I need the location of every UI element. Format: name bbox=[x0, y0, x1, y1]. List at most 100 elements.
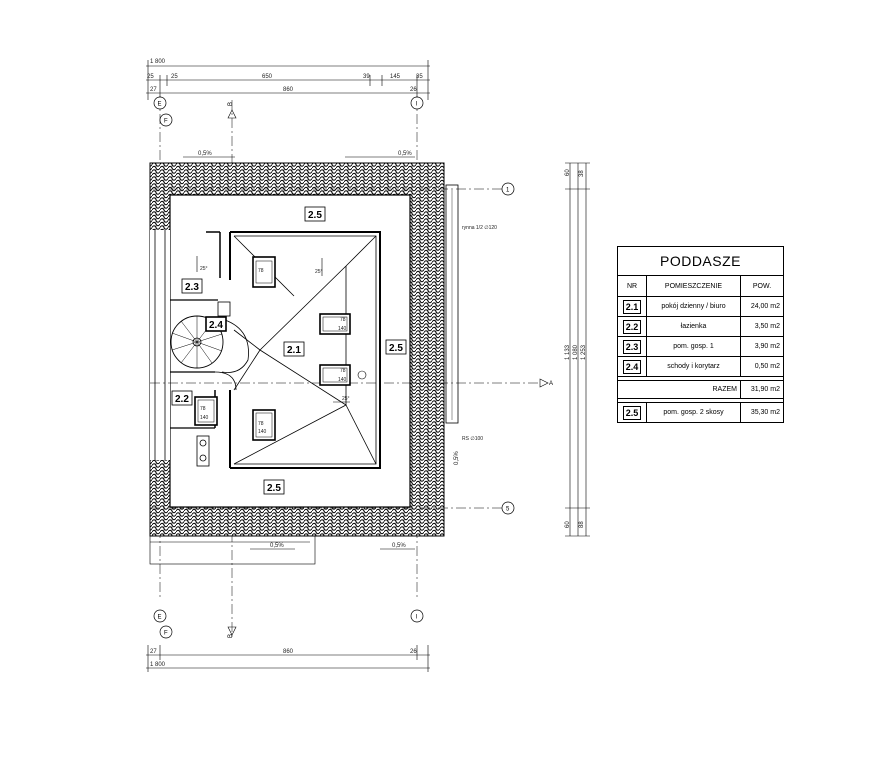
axis-label-i-bottom: I bbox=[416, 615, 418, 621]
room-name: łazienka bbox=[646, 316, 741, 337]
table-row: 2.4 schody i korytarz 0,50 m2 bbox=[617, 356, 784, 377]
svg-text:78: 78 bbox=[258, 268, 264, 274]
dim-overall-bottom: 1 800 bbox=[150, 662, 166, 668]
bottom-dimensions bbox=[146, 645, 430, 672]
room-number: 2.5 bbox=[622, 405, 642, 420]
room-labels: 2.5 2.5 2.5 2.1 2.3 2.4 2.2 bbox=[171, 206, 407, 495]
svg-text:78: 78 bbox=[258, 421, 264, 427]
axis-label-5: 5 bbox=[506, 507, 510, 513]
svg-text:78: 78 bbox=[340, 317, 346, 323]
header-area: POW. bbox=[740, 275, 784, 297]
room-number: 2.4 bbox=[622, 359, 642, 374]
spiral-staircase bbox=[170, 301, 249, 373]
pitch-label: 25° bbox=[315, 269, 323, 275]
gutter-note: rynna 1/2 ∅120 bbox=[462, 225, 497, 231]
dim-top-1: 25 bbox=[147, 74, 154, 80]
room-name: pokój dzienny / biuro bbox=[646, 296, 741, 317]
svg-text:140: 140 bbox=[338, 377, 347, 383]
gutter: rynna 1/2 ∅120 RS ∅100 bbox=[445, 184, 497, 442]
table-row: 2.1 pokój dzienny / biuro 24,00 m2 bbox=[617, 296, 784, 317]
room-label-2-5-right: 2.5 bbox=[389, 343, 403, 354]
axis-label-f-top: F bbox=[164, 119, 168, 125]
dim-top-5: 145 bbox=[390, 74, 401, 80]
slope-right: 0,5% bbox=[454, 451, 460, 465]
svg-text:140: 140 bbox=[258, 429, 267, 435]
table-title: PODDASZE bbox=[617, 246, 784, 276]
total-area: 31,90 m2 bbox=[740, 380, 784, 399]
pitch-label: 25° bbox=[200, 266, 208, 272]
roof-windows: 78 78 140 78 140 78 140 78 140 bbox=[194, 256, 367, 441]
room-label-2-4: 2.4 bbox=[209, 320, 223, 331]
room-schedule-table: PODDASZE NR POMIESZCZENIE POW. 2.1 pokój… bbox=[617, 246, 784, 423]
dim-top-2: 25 bbox=[171, 74, 178, 80]
dim-top-4: 39 bbox=[363, 74, 370, 80]
room-number: 2.1 bbox=[622, 299, 642, 314]
svg-text:140: 140 bbox=[200, 415, 209, 421]
room-label-2-2: 2.2 bbox=[175, 394, 189, 405]
header-nr: NR bbox=[617, 275, 647, 297]
extra-row: 2.5 pom. gosp. 2 skosy 35,30 m2 bbox=[617, 402, 784, 423]
slope-bottom-right: 0,5% bbox=[392, 543, 406, 549]
roof-window: 78 140 bbox=[319, 313, 351, 335]
roof-window: 78 140 bbox=[319, 364, 367, 386]
slope-top-right: 0,5% bbox=[398, 151, 412, 157]
axis-label-i-top: I bbox=[416, 102, 418, 108]
bathroom-fixtures bbox=[196, 371, 237, 467]
dim-overall-top: 1 800 bbox=[150, 59, 166, 65]
dim-right-mid-c: 1 253 bbox=[581, 344, 587, 360]
roof-window: 78 bbox=[252, 256, 276, 288]
svg-text:140: 140 bbox=[338, 326, 347, 332]
room-label-2-5-bottom: 2.5 bbox=[267, 483, 281, 494]
dim-bottom-left: 27 bbox=[150, 649, 157, 655]
dim-right-top-b: 38 bbox=[579, 170, 585, 177]
dim-right-top-a: 60 bbox=[565, 169, 571, 176]
room-label-2-5-top: 2.5 bbox=[308, 210, 322, 221]
room-area: 3,50 m2 bbox=[740, 316, 784, 337]
axis-label-e-top: E bbox=[158, 102, 162, 108]
room-area: 0,50 m2 bbox=[740, 356, 784, 377]
dim-top-row2-mid: 860 bbox=[283, 87, 294, 93]
table-row: 2.3 pom. gosp. 1 3,90 m2 bbox=[617, 336, 784, 357]
slope-top-left: 0,5% bbox=[198, 151, 212, 157]
roof-window: 78 140 bbox=[194, 396, 218, 426]
room-name: schody i korytarz bbox=[646, 356, 741, 377]
dim-right-bot-b: 88 bbox=[579, 521, 585, 528]
room-area: 3,90 m2 bbox=[740, 336, 784, 357]
total-label: RAZEM bbox=[617, 380, 741, 399]
dim-top-row2-right: 26 bbox=[410, 87, 417, 93]
svg-text:78: 78 bbox=[340, 368, 346, 374]
axis-label-e-bottom: E bbox=[158, 615, 162, 621]
dim-top-6: 35 bbox=[416, 74, 423, 80]
room-area: 24,00 m2 bbox=[740, 296, 784, 317]
room-number: 2.2 bbox=[622, 319, 642, 334]
table-header-row: NR POMIESZCZENIE POW. bbox=[617, 275, 784, 297]
roof-pitch: 25° 25° 25° bbox=[196, 256, 350, 403]
pitch-label: 25° bbox=[342, 396, 350, 402]
table-row: 2.2 łazienka 3,50 m2 bbox=[617, 316, 784, 337]
axis-label-f-bottom: F bbox=[164, 631, 168, 637]
right-dimensions bbox=[565, 162, 590, 537]
header-name: POMIESZCZENIE bbox=[646, 275, 741, 297]
dim-right-mid-a: 1 133 bbox=[565, 344, 571, 360]
section-a: A bbox=[549, 381, 553, 387]
top-dimensions: 1 800 25 25 650 39 145 35 27 860 26 bbox=[146, 59, 430, 100]
dim-right-mid-b: 1 080 bbox=[573, 344, 579, 360]
axis-markers-bottom: E F I B bbox=[153, 609, 424, 639]
dim-bottom-mid: 860 bbox=[283, 649, 294, 655]
room-area: 35,30 m2 bbox=[740, 402, 784, 423]
dim-right-bot-a: 60 bbox=[565, 521, 571, 528]
room-name: pom. gosp. 1 bbox=[646, 336, 741, 357]
room-number: 2.3 bbox=[622, 339, 642, 354]
dim-top-3: 650 bbox=[262, 74, 273, 80]
total-row: RAZEM 31,90 m2 bbox=[617, 380, 784, 399]
room-label-2-1: 2.1 bbox=[287, 345, 301, 356]
axis-label-1: 1 bbox=[506, 188, 510, 194]
room-label-2-3: 2.3 bbox=[185, 282, 199, 293]
downpipe-note: RS ∅100 bbox=[462, 436, 483, 442]
section-b-bottom: B bbox=[228, 634, 234, 638]
section-b-top: B bbox=[228, 102, 234, 106]
slope-bottom-left: 0,5% bbox=[270, 543, 284, 549]
roof-window: 78 140 bbox=[252, 409, 276, 441]
room-name: pom. gosp. 2 skosy bbox=[646, 402, 741, 423]
